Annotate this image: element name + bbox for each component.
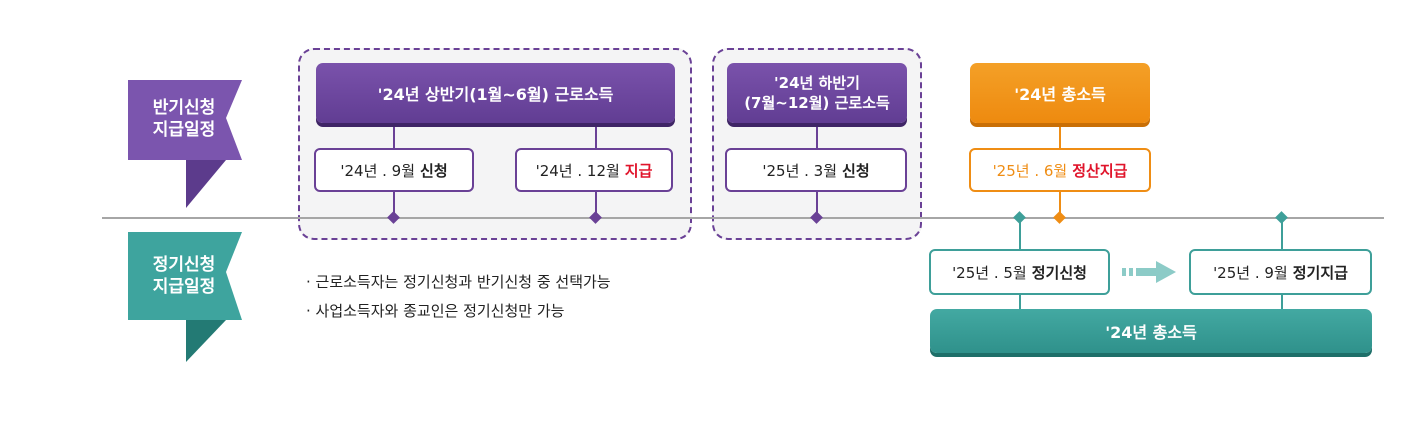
half-year-ribbon-fold [186,160,226,208]
total-income-header: '24년 총소득 [970,63,1150,123]
regular-ribbon [128,232,242,320]
timeline-axis [102,217,1384,219]
second-half-header: '24년 하반기 (7월~12월) 근로소득 [727,63,907,123]
first-half-header: '24년 상반기(1월~6월) 근로소득 [316,63,675,123]
second-half-header-line2: (7월~12월) 근로소득 [744,94,890,112]
timeline-marker [1275,211,1288,224]
note-line-1: · 근로소득자는 정기신청과 반기신청 중 선택가능 [306,273,611,291]
half-year-label-line1: 반기신청 [152,98,216,118]
second-half-apply-box: '25년 . 3월 신청 [725,148,907,192]
settlement-box: '25년 . 6월 정산지급 [969,148,1151,192]
first-half-pay-box: '24년 . 12월 지급 [515,148,673,192]
total-income-header-text: '24년 총소득 [1014,85,1106,104]
regular-apply-label: 정기신청 [1031,263,1087,282]
first-half-apply-label: 신청 [420,161,448,180]
first-half-pay-date: '24년 . 12월 [535,161,620,180]
note-line-2: · 사업소득자와 종교인은 정기신청만 가능 [306,302,565,320]
first-half-apply-date: '24년 . 9월 [340,161,416,180]
regular-pay-label: 정기지급 [1292,263,1348,282]
settlement-label: 정산지급 [1072,161,1128,180]
half-year-label: 반기신청 지급일정 [132,97,236,141]
second-half-header-line1: '24년 하반기 [774,74,860,92]
first-half-apply-box: '24년 . 9월 신청 [314,148,474,192]
settlement-date: '25년 . 6월 [992,161,1068,180]
regular-pay-box: '25년 . 9월 정기지급 [1189,249,1372,295]
regular-apply-box: '25년 . 5월 정기신청 [929,249,1110,295]
second-half-apply-date: '25년 . 3월 [762,161,838,180]
first-half-pay-label: 지급 [624,161,653,180]
regular-pay-date: '25년 . 9월 [1213,263,1288,282]
regular-label: 정기신청 지급일정 [132,254,236,298]
timeline-marker [1013,211,1026,224]
right-arrow-icon [1122,261,1176,283]
regular-label-line1: 정기신청 [152,255,216,275]
regular-label-line2: 지급일정 [152,277,216,297]
regular-apply-date: '25년 . 5월 [952,263,1027,282]
regular-footer-text: '24년 총소득 [1105,323,1197,342]
second-half-apply-label: 신청 [842,161,870,180]
first-half-header-text: '24년 상반기(1월~6월) 근로소득 [377,85,614,104]
regular-footer-bar: '24년 총소득 [930,309,1372,353]
regular-ribbon-fold [186,320,226,362]
side-ribbons [128,80,242,362]
timeline-marker [1053,211,1066,224]
half-year-label-line2: 지급일정 [152,120,216,140]
